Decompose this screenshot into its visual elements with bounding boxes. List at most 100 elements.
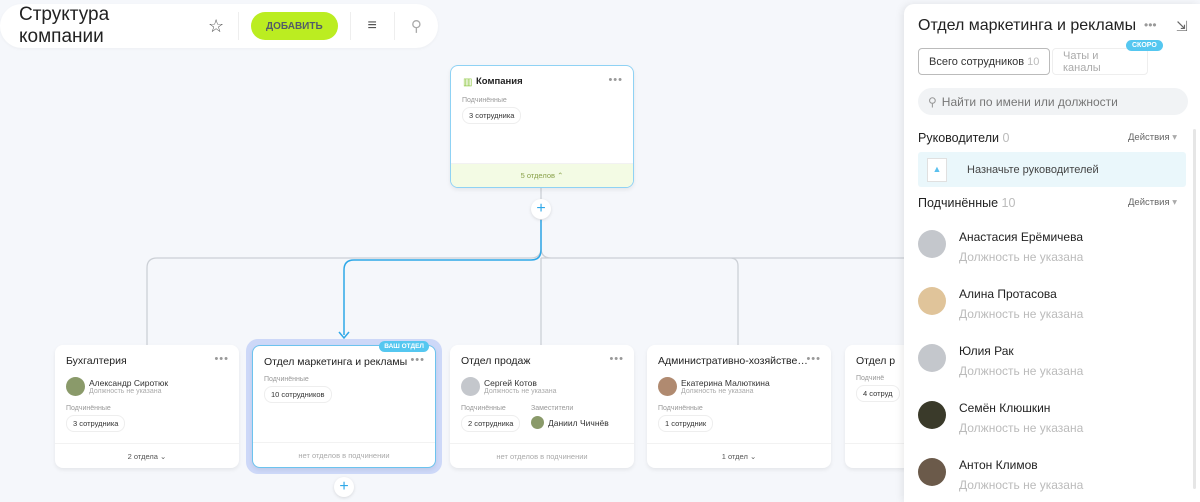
actions-label: Действия bbox=[1128, 132, 1170, 143]
department-card[interactable]: Административно-хозяйственн... ••• Екате… bbox=[647, 345, 831, 468]
deputies-label: Заместители bbox=[531, 405, 574, 412]
section-label: Руководители bbox=[918, 131, 999, 145]
departments-toggle[interactable]: 5 отделов ⌃ bbox=[451, 163, 633, 187]
department-name: Административно-хозяйственн... bbox=[658, 355, 808, 367]
more-icon[interactable]: ••• bbox=[214, 353, 229, 365]
soon-badge: СКОРО bbox=[1126, 40, 1163, 51]
avatar bbox=[918, 230, 946, 258]
avatar bbox=[461, 377, 480, 396]
caret-down-icon: ▾ bbox=[1172, 197, 1178, 208]
section-count: 0 bbox=[1002, 131, 1010, 145]
section-count: 10 bbox=[1001, 196, 1016, 210]
avatar bbox=[531, 416, 544, 429]
subordinates-label: Подчинё bbox=[856, 375, 885, 382]
heads-actions-dropdown[interactable]: Действия ▾ bbox=[1128, 132, 1177, 143]
footer-text: 2 отдела bbox=[127, 451, 158, 461]
more-icon[interactable]: ••• bbox=[609, 353, 624, 365]
employee-name: Алина Протасова bbox=[959, 287, 1057, 301]
avatar bbox=[918, 287, 946, 315]
department-name: Отдел продаж bbox=[461, 355, 531, 367]
tab-label: Всего сотрудников bbox=[929, 55, 1025, 68]
building-icon: ▥ bbox=[463, 77, 473, 88]
employee-name: Анастасия Ерёмичева bbox=[959, 230, 1084, 244]
subordinates-pill[interactable]: 3 сотрудника bbox=[462, 107, 522, 124]
departments-count: 5 отделов bbox=[520, 171, 555, 180]
head-name[interactable]: Сергей Котов bbox=[484, 378, 537, 388]
head-position: Должность не указана bbox=[89, 388, 162, 395]
head-position: Должность не указана bbox=[484, 388, 557, 395]
subordinates-label: Подчинённые bbox=[462, 97, 507, 104]
avatar bbox=[918, 344, 946, 372]
employee-position: Должность не указана bbox=[959, 478, 1084, 492]
employee-position: Должность не указана bbox=[959, 307, 1084, 321]
section-label: Подчинённые bbox=[918, 196, 999, 210]
subordinates-pill[interactable]: 3 сотрудника bbox=[66, 415, 126, 432]
employee-name: Семён Клюшкин bbox=[959, 401, 1051, 415]
header: Структура компании ☆ ДОБАВИТЬ ≡ ⚲ bbox=[0, 4, 438, 48]
search-icon: ⚲ bbox=[928, 94, 937, 109]
head-name[interactable]: Екатерина Малюткина bbox=[681, 378, 770, 388]
more-icon[interactable]: ••• bbox=[1144, 18, 1157, 32]
your-department-badge: ВАШ ОТДЕЛ bbox=[379, 341, 429, 352]
divider bbox=[349, 12, 351, 40]
chevron-up-icon: ⌃ bbox=[557, 171, 564, 180]
more-icon[interactable]: ••• bbox=[806, 353, 821, 365]
caret-down-icon: ▾ bbox=[1172, 132, 1178, 143]
root-card[interactable]: ▥ Компания ••• Подчинённые 3 сотрудника … bbox=[450, 65, 634, 188]
menu-icon[interactable]: ≡ bbox=[367, 17, 377, 34]
assign-heads-button[interactable]: ▲Назначьте руководителей bbox=[918, 152, 1186, 187]
tab-chats[interactable]: Чаты и каналы bbox=[1052, 48, 1148, 75]
search-placeholder: Найти по имени или должности bbox=[941, 94, 1118, 109]
subordinates-label: Подчинённые bbox=[264, 376, 309, 383]
deputy-name[interactable]: Даниил Чичнёв bbox=[548, 417, 609, 428]
department-card-selected[interactable]: ВАШ ОТДЕЛ Отдел маркетинга и рекламы •••… bbox=[252, 341, 436, 468]
subordinates-pill[interactable]: 10 сотрудников bbox=[264, 386, 332, 403]
search-icon[interactable]: ⚲ bbox=[410, 18, 422, 35]
departments-toggle[interactable]: 2 отдела ⌄ bbox=[55, 443, 239, 468]
head-name[interactable]: Александр Сиротюк bbox=[89, 378, 169, 388]
avatar bbox=[66, 377, 85, 396]
more-icon[interactable]: ••• bbox=[410, 354, 425, 366]
subordinates-actions-dropdown[interactable]: Действия ▾ bbox=[1128, 197, 1177, 208]
footer-text: нет отделов в подчинении bbox=[253, 442, 435, 467]
subordinates-label: Подчинённые bbox=[658, 405, 703, 412]
subordinates-section-title: Подчинённые 10 bbox=[918, 196, 1015, 210]
star-icon[interactable]: ☆ bbox=[208, 15, 225, 36]
avatar bbox=[658, 377, 677, 396]
subordinates-pill[interactable]: 2 сотрудника bbox=[461, 415, 521, 432]
add-department-button[interactable]: + bbox=[531, 199, 551, 219]
employee-name: Юлия Рак bbox=[959, 344, 1014, 358]
panel-title: Отдел маркетинга и рекламы bbox=[918, 17, 1137, 34]
subordinates-pill[interactable]: 4 сотруд bbox=[856, 385, 900, 402]
department-name: Бухгалтерия bbox=[66, 355, 127, 367]
department-name: Отдел маркетинга и рекламы bbox=[264, 356, 408, 368]
department-panel: Отдел маркетинга и рекламы ••• ⇲ Всего с… bbox=[904, 4, 1200, 502]
tab-label: Чаты и каналы bbox=[1063, 49, 1101, 74]
collapse-icon[interactable]: ⇲ bbox=[1176, 18, 1188, 34]
add-department-button[interactable]: + bbox=[334, 477, 354, 497]
assign-label: Назначьте руководителей bbox=[967, 163, 1099, 176]
scrollbar[interactable] bbox=[1193, 129, 1196, 489]
footer-text: нет отделов в подчинении bbox=[450, 443, 634, 468]
employee-position: Должность не указана bbox=[959, 250, 1084, 264]
more-icon[interactable]: ••• bbox=[608, 74, 623, 86]
page-title: Структура компании bbox=[19, 4, 110, 47]
subordinates-pill[interactable]: 1 сотрудник bbox=[658, 415, 714, 432]
head-position: Должность не указана bbox=[681, 388, 754, 395]
root-name: Компания bbox=[476, 76, 523, 87]
employee-name: Антон Климов bbox=[959, 458, 1038, 472]
chevron-down-icon: ⌄ bbox=[749, 451, 757, 461]
add-button[interactable]: ДОБАВИТЬ bbox=[251, 12, 338, 40]
avatar bbox=[918, 401, 946, 429]
tab-all-employees[interactable]: Всего сотрудников 10 bbox=[918, 48, 1051, 75]
departments-toggle[interactable]: 1 отдел ⌄ bbox=[647, 443, 831, 468]
search-input[interactable]: ⚲ Найти по имени или должности bbox=[918, 88, 1188, 115]
subordinates-label: Подчинённые bbox=[461, 405, 506, 412]
